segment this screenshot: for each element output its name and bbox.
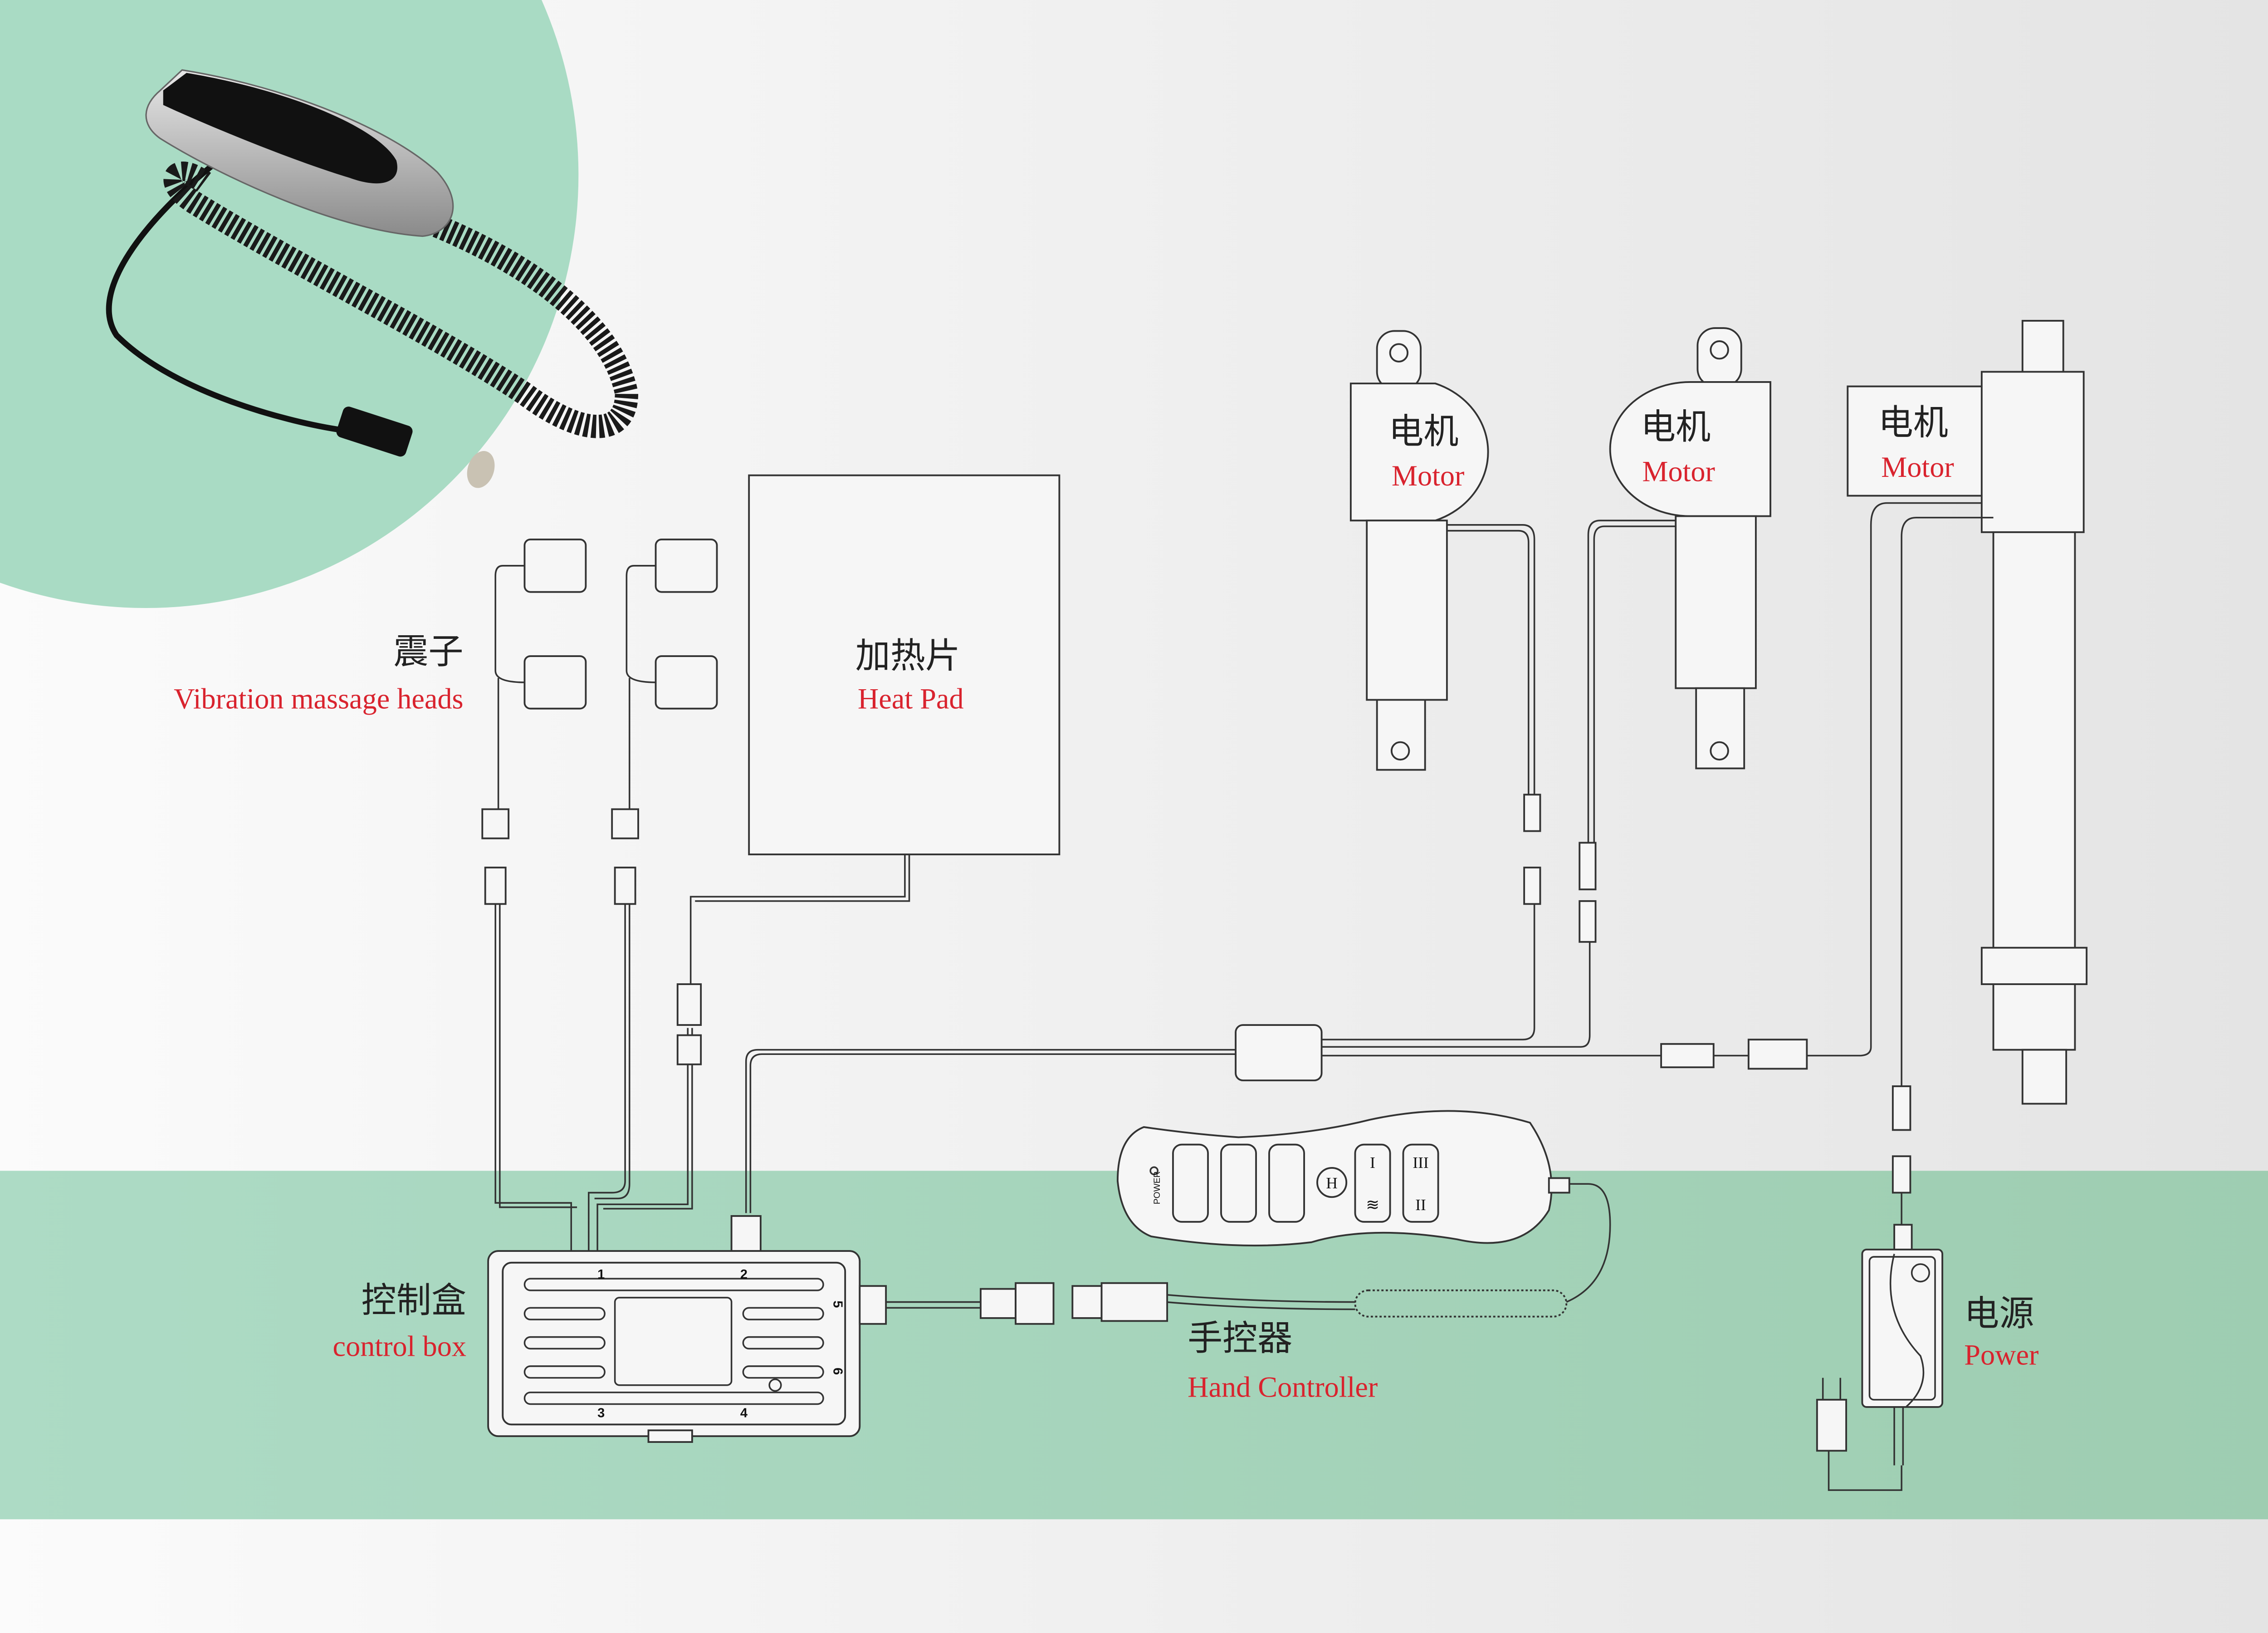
connector-female-head [1071,1285,1103,1319]
power-adapter [1816,1224,1944,1491]
motor-1 [1349,330,1541,905]
control-box-label-zh: 控制盒 [362,1280,466,1321]
button-heat [1316,1167,1348,1198]
photo-circle [0,0,579,608]
motor3-connector-male [1660,1043,1715,1069]
motor3-label-en: Motor [1881,451,1954,483]
port-2-label: 2 [740,1267,748,1282]
power-button-label: POWER [1153,1171,1162,1204]
port-6-label: 6 [830,1368,845,1375]
motor3-label-zh: 电机 [1878,402,1948,443]
button-legs [1268,1143,1305,1223]
button-ii-label: II [1415,1196,1426,1214]
button-feet [1220,1143,1257,1223]
motor-3 [1807,320,2088,1250]
motor1-label-zh: 电机 [1388,411,1458,452]
coiled-cable [1354,1289,1568,1318]
port-5-label: 5 [830,1300,845,1308]
ferrite-core [1235,1024,1323,1082]
coil-cable-top [1552,1183,1611,1303]
heat-pad-cable [596,854,910,1251]
connector-female [1100,1282,1168,1322]
heat-pad-connector [676,983,702,1026]
connector-male [979,1288,1017,1319]
cable-strain-relief [1548,1177,1570,1194]
button-back [1172,1143,1209,1223]
hand-controller-drawing: POWER H I ≋ III II [1116,1110,1570,1246]
hand-controller-photo [106,69,639,488]
motor3-connector-female [1747,1039,1808,1070]
vibration-label-zh: 震子 [393,631,463,672]
heat-pad [748,474,1061,855]
wave-icon: ≋ [1366,1196,1379,1214]
power-label-zh: 电源 [1964,1293,2034,1334]
button-iii-label: III [1413,1154,1428,1172]
control-box: 1 2 3 4 5 6 [487,1250,887,1443]
motor-2 [1579,327,1771,943]
vibration-heads [481,539,718,1251]
hand-controller-label-en: Hand Controller [1188,1371,1378,1403]
heat-pad-label-en: Heat Pad [858,683,964,715]
vibration-label-en: Vibration massage heads [174,683,463,715]
main-harness [745,904,1749,1213]
hand-controller-label-zh: 手控器 [1188,1318,1292,1359]
port-1-label: 1 [597,1267,605,1282]
button-intensity [1402,1143,1439,1223]
power-icon [1149,1166,1158,1176]
button-h-label: H [1326,1174,1338,1192]
button-massage [1354,1143,1391,1223]
control-box-label-en: control box [333,1330,466,1362]
motor1-label-en: Motor [1392,460,1465,492]
power-label-en: Power [1964,1339,2038,1371]
button-i-label: I [1370,1154,1375,1172]
hand-controller-cable [886,1294,1355,1310]
port-3-label: 3 [597,1406,605,1420]
motor2-label-zh: 电机 [1641,407,1711,447]
heat-pad-connector-female [676,1034,702,1065]
motor2-label-en: Motor [1642,455,1715,487]
connector-male-head [1015,1282,1055,1325]
heat-pad-label-zh: 加热片 [855,636,960,677]
port-4-label: 4 [740,1406,748,1420]
harness-strain-relief [730,1215,762,1252]
